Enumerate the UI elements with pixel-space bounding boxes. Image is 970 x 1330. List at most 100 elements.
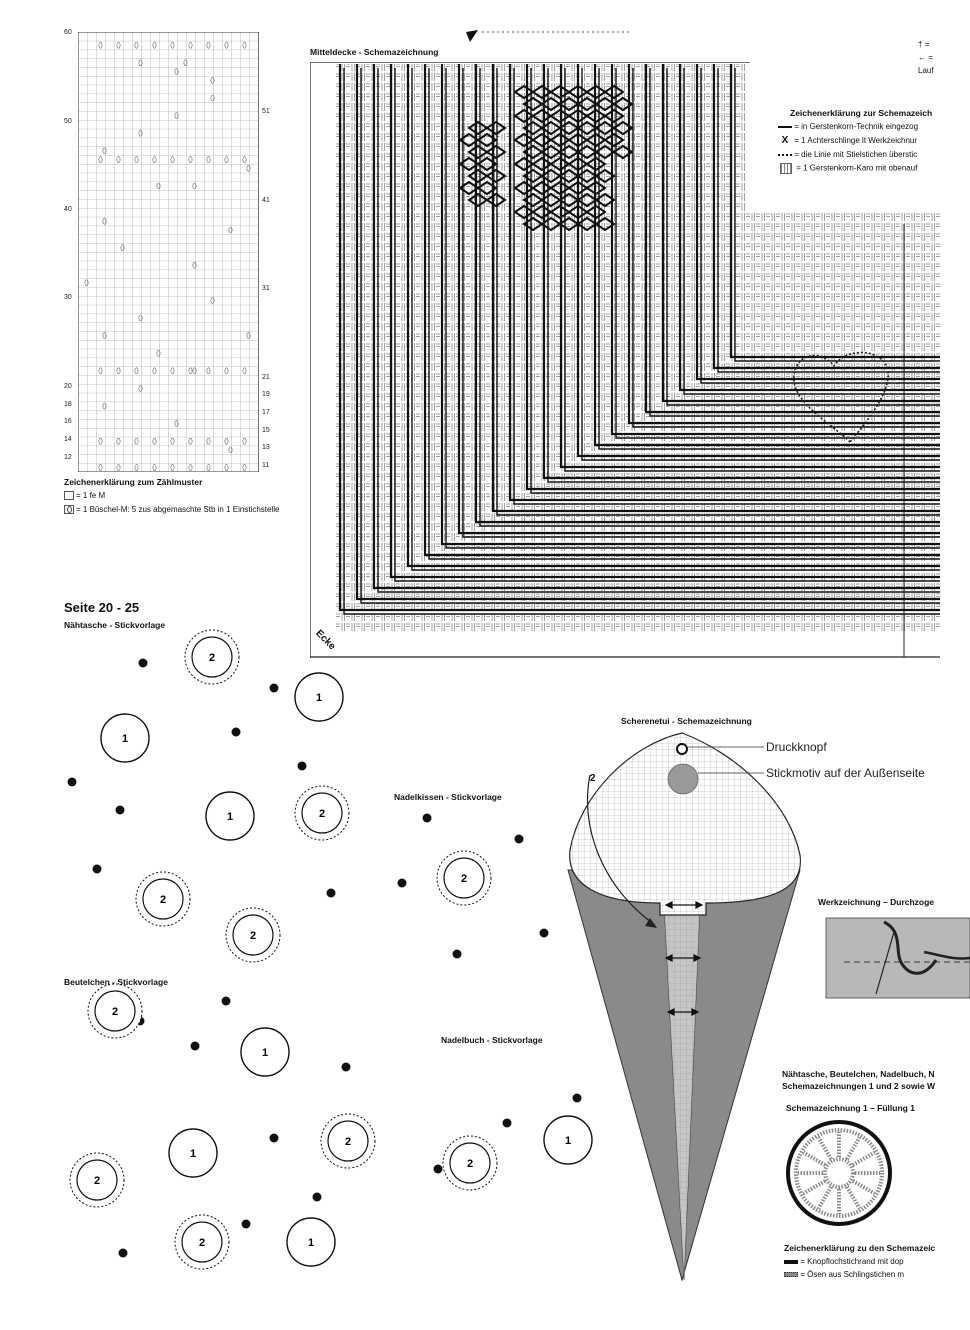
motif-2-label: 2 [461,873,467,885]
karo-icon [780,163,792,174]
dot-mark [269,683,279,693]
schema-legend-item: = Knopflochstichrand mit dop [784,1257,904,1266]
motif-2-label: 2 [112,1006,118,1018]
mitteldecke-legend-item: = die Linie mit Stielstichen überstic [770,150,970,159]
chart-row-label: 18 [64,401,72,408]
dot-mark [297,761,307,771]
thick-line-icon [778,125,792,128]
nadelkissen-title: Nadelkissen - Stickvorlage [394,792,502,802]
legend-text: = Knopflochstichrand mit dop [800,1257,904,1266]
werkzeichnung-title: Werkzeichnung – Durchzoge [818,897,935,907]
motif-1-circle [100,713,150,763]
dot-mark [433,1164,443,1174]
motif-1-circle [286,1217,336,1267]
motif-1-circle [294,672,344,722]
scherenetui-title: Scherenetui - Schemazeichnung [621,716,752,726]
motif-2-label: 2 [467,1158,473,1170]
chart-row-label: 31 [262,285,270,292]
page-ref-title: Seite 20 - 25 [64,600,140,615]
chart-row-label: 30 [64,294,72,301]
dot-mark [221,996,231,1006]
legend-text: = die Linie mit Stielstichen überstic [794,150,918,159]
chart-row-label: 15 [262,427,270,434]
legend-text: Lauf [918,66,934,75]
dot-mark [241,1219,251,1229]
motif-2-label: 2 [160,894,166,906]
motif-2-circle [232,914,274,956]
motif-2-circle [443,857,485,899]
scherenetui-drawing [567,732,802,1282]
direction-arrow-icon [466,30,632,42]
chart-row-label: 11 [262,462,270,469]
dot-mark [312,1192,322,1202]
legend-text: = in Gerstenkorn-Technik eingezog [794,122,919,131]
motif-2-circle [76,1159,118,1201]
chart-row-label: 51 [262,108,270,115]
arrow-left-icon: ← [918,53,926,62]
motif-2-label: 2 [319,808,325,820]
druckknopf-label: Druckknopf [766,740,827,754]
schema-fill-title: Schemazeichnung 1 – Füllung 1 [786,1103,915,1113]
motif-2-circle [301,792,343,834]
chart-row-label: 16 [64,418,72,425]
motif-1-label: 1 [262,1047,268,1059]
dot-mark [269,1133,279,1143]
motif-1-label: 1 [122,733,128,745]
legend-text: = Ösen aus Schlingstichen m [800,1270,905,1279]
count-legend-text: = 1 fe M [76,491,106,500]
legend-text: = 1 Achterschlinge lt Werkzeichnur [794,136,918,145]
dot-mark [539,928,549,938]
chart-row-label: 50 [64,118,72,125]
motif-2-circle [94,990,136,1032]
dot-mark [572,1093,582,1103]
chart-row-label: 17 [262,409,270,416]
count-legend-title: Zeichenerklärung zum Zählmuster [64,477,203,487]
nadelbuch-title: Nadelbuch - Stickvorlage [441,1035,543,1045]
heart-motif [793,351,889,444]
chart-row-label: 60 [64,29,72,36]
motif-1-label: 1 [227,811,233,823]
chart-row-label: 13 [262,444,270,451]
motif-2-label: 2 [199,1237,205,1249]
dot-mark [326,888,336,898]
legend-text: = 1 Gerstenkorn-Karo mit obenauf [796,163,918,173]
count-legend-item: = 1 Büschel-M: 5 zus abgemaschte Stb in … [64,505,280,515]
dot-mark [231,727,241,737]
dot-mark [118,1248,128,1258]
schema-info-line1: Nähtasche, Beutelchen, Nadelbuch, N [782,1069,935,1079]
mitteldecke-schema [309,61,944,658]
motif-1-circle [543,1115,593,1165]
dot-mark [341,1062,351,1072]
mitteldecke-legend-item: = 1 Gerstenkorn-Karo mit obenauf [770,163,970,174]
motif-1-circle [240,1027,290,1077]
legend-text: = [924,40,930,49]
count-legend-item: = 1 fe M [64,491,106,501]
dot-mark [115,805,125,815]
schema-legend-title: Zeichenerklärung zu den Schemazeic [784,1243,936,1253]
chart-row-label: 12 [64,454,72,461]
mitteldecke-legend: Zeichenerklärung zur Schemazeich = in Ge… [770,104,970,194]
mitteldecke-title: Mitteldecke - Schemazeichnung [310,47,439,57]
dot-mark [452,949,462,959]
motif-2-circle [327,1120,369,1162]
motif-2-label: 2 [94,1175,100,1187]
dot-mark [92,864,102,874]
chart-row-label: 19 [262,391,270,398]
motif-2-label: 2 [250,930,256,942]
schema-legend-item: = Ösen aus Schlingstichen m [784,1270,904,1279]
count-legend-text: = 1 Büschel-M: 5 zus abgemaschte Stb in … [76,505,280,514]
bobble-icon [64,505,74,515]
chart-row-label: 40 [64,206,72,213]
stickmotiv-label: Stickmotiv auf der Außenseite [766,766,925,780]
dotted-bar-icon [784,1272,798,1278]
dot-mark [422,813,432,823]
count-chart [77,31,265,473]
chart-row-label: 21 [262,374,270,381]
dot-mark [397,878,407,888]
motif-2-circle [181,1221,223,1263]
dot-mark [502,1118,512,1128]
chart-row-label: 14 [64,436,72,443]
mitteldecke-drawing [309,61,944,658]
motif-2-circle [191,636,233,678]
dot-mark [67,777,77,787]
